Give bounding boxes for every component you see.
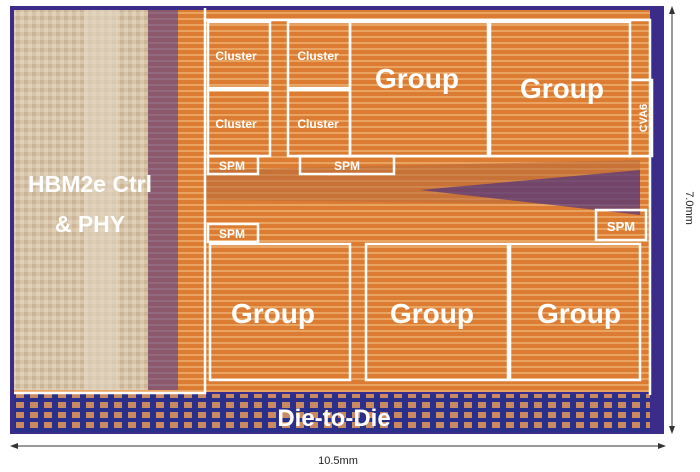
spm-label-4: SPM [607,219,635,234]
d2d-region [14,394,650,432]
spm-box-4 [594,208,648,242]
d2d-label: Die-to-Die [277,405,390,432]
group-label-bot-1: Group [231,298,315,329]
group-box-bot-2 [364,242,510,382]
group-box-top-1 [348,20,490,158]
hbm-region [14,10,148,390]
height-arrow-bottom [669,426,675,434]
width-arrow-left [10,443,18,449]
width-dimension-label: 10.5mm [318,455,358,467]
spm-label-1: SPM [219,159,245,173]
cluster-label-tr: Cluster [297,49,339,63]
cluster-label-bl: Cluster [215,117,257,131]
group-label-top-2: Group [520,73,604,104]
hbm-label-line1: HBM2e Ctrl [28,171,152,197]
cva6-label: CVA6 [638,104,650,133]
cluster-box-tl [206,20,272,90]
core-outline [14,8,207,395]
height-arrow-top [669,6,675,14]
group-box-bot-1 [208,242,352,382]
cluster-label-tl: Cluster [215,49,257,63]
group-label-top-1: Group [375,63,459,94]
core-top-outline [205,18,652,395]
group-box-bot-3 [508,242,642,382]
width-arrow-right [658,443,666,449]
hbm-edge-strip [148,10,178,390]
cva6-box [628,78,654,158]
spm-box-1 [206,154,260,176]
spm-box-3 [206,222,260,244]
spm-label-2: SPM [334,159,360,173]
hbm-label-line2: & PHY [55,211,125,237]
group-label-bot-2: Group [390,298,474,329]
group-label-bot-3: Group [537,298,621,329]
cluster-label-br: Cluster [297,117,339,131]
height-dimension-label: 7.0mm [683,191,695,225]
spm-box-2 [298,154,396,176]
hbm-phy-strip [84,10,118,390]
interconnect-streak [420,170,640,215]
spm-label-3: SPM [219,227,245,241]
